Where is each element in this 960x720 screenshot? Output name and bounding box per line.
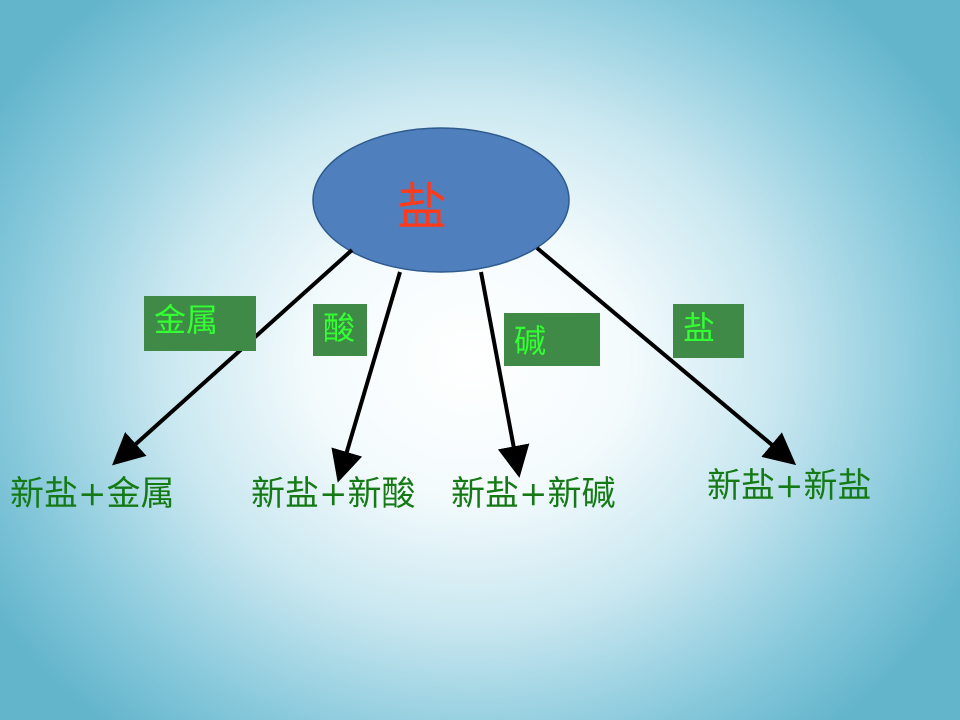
- reactant-tag-metal: 金属: [144, 296, 256, 351]
- arrow-to-acid-product: [331, 271, 402, 483]
- product-salt: 新盐+新盐: [707, 466, 872, 506]
- center-ellipse: [312, 127, 570, 273]
- arrow-to-metal-product: [112, 248, 354, 466]
- arrow-to-base-product: [479, 271, 530, 478]
- product-metal: 新盐+金属: [10, 474, 175, 514]
- reactant-tag-acid: 酸: [313, 304, 367, 356]
- product-acid: 新盐+新酸: [251, 474, 416, 514]
- product-base: 新盐+新碱: [451, 474, 616, 514]
- reactant-tag-salt: 盐: [673, 304, 744, 358]
- arrow-to-salt-product: [535, 246, 797, 466]
- center-label: 盐: [397, 178, 447, 236]
- reactant-tag-base: 碱: [504, 313, 600, 366]
